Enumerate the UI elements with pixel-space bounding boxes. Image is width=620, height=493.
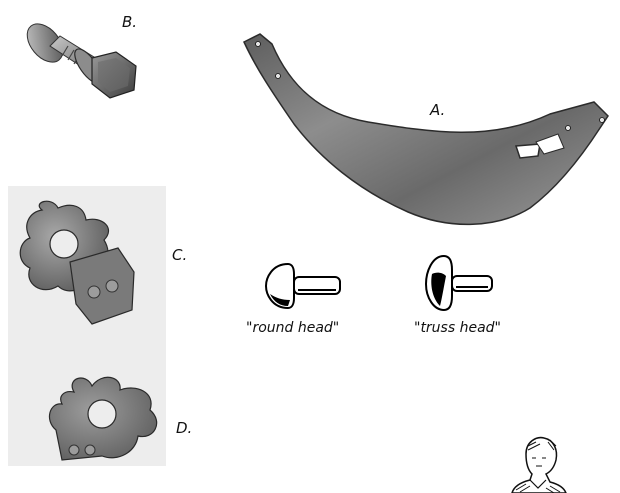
engraved-figure-icon <box>510 436 568 493</box>
part-d-label: D. <box>176 419 192 437</box>
part-a-label: A. <box>430 101 445 119</box>
truss-head-rivet-icon <box>424 254 498 312</box>
round-head-caption: "round head" <box>246 320 339 336</box>
round-head-rivet-icon <box>264 260 346 312</box>
eccentric-washer-icon <box>12 192 162 332</box>
truss-head-caption: "truss head" <box>414 320 501 336</box>
part-b-label: B. <box>122 13 137 31</box>
arm-bracket-icon <box>238 30 618 235</box>
part-c-label: C. <box>172 246 187 264</box>
eccentric-washer-icon <box>40 370 170 466</box>
